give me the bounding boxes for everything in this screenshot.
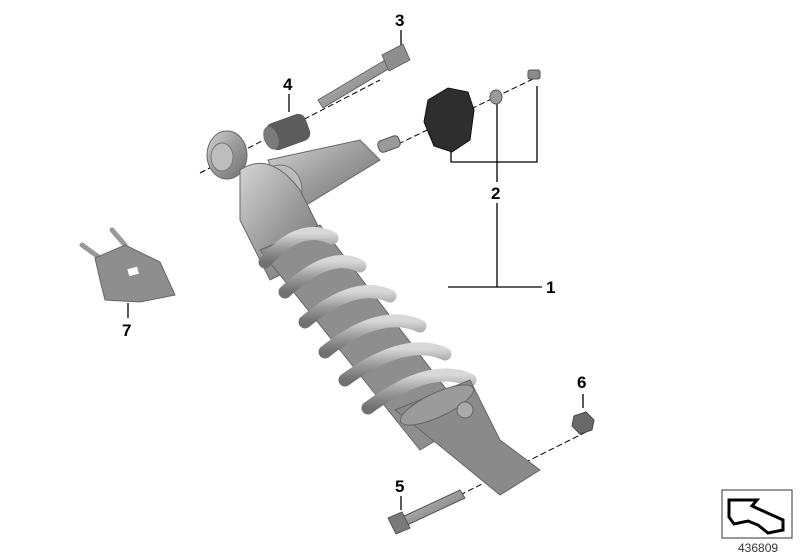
callout-6: 6 bbox=[577, 373, 587, 392]
callout-3: 3 bbox=[395, 11, 405, 30]
part-4-bushing bbox=[263, 113, 311, 151]
callout-2: 2 bbox=[491, 184, 501, 203]
part-5-bolt bbox=[387, 489, 466, 535]
leader-lines bbox=[127, 30, 584, 510]
orientation-icon bbox=[721, 489, 793, 539]
callout-7: 7 bbox=[122, 321, 132, 340]
callout-4: 4 bbox=[283, 75, 293, 94]
part-6-nut bbox=[571, 411, 595, 435]
part-1-shock-absorber bbox=[206, 130, 541, 496]
part-7-bracket bbox=[79, 227, 176, 303]
callout-5: 5 bbox=[395, 477, 405, 496]
part-3-bolt bbox=[317, 43, 411, 109]
reference-number: 436809 bbox=[738, 541, 779, 555]
callout-1: 1 bbox=[546, 278, 556, 297]
part-2-hardware bbox=[377, 69, 541, 153]
